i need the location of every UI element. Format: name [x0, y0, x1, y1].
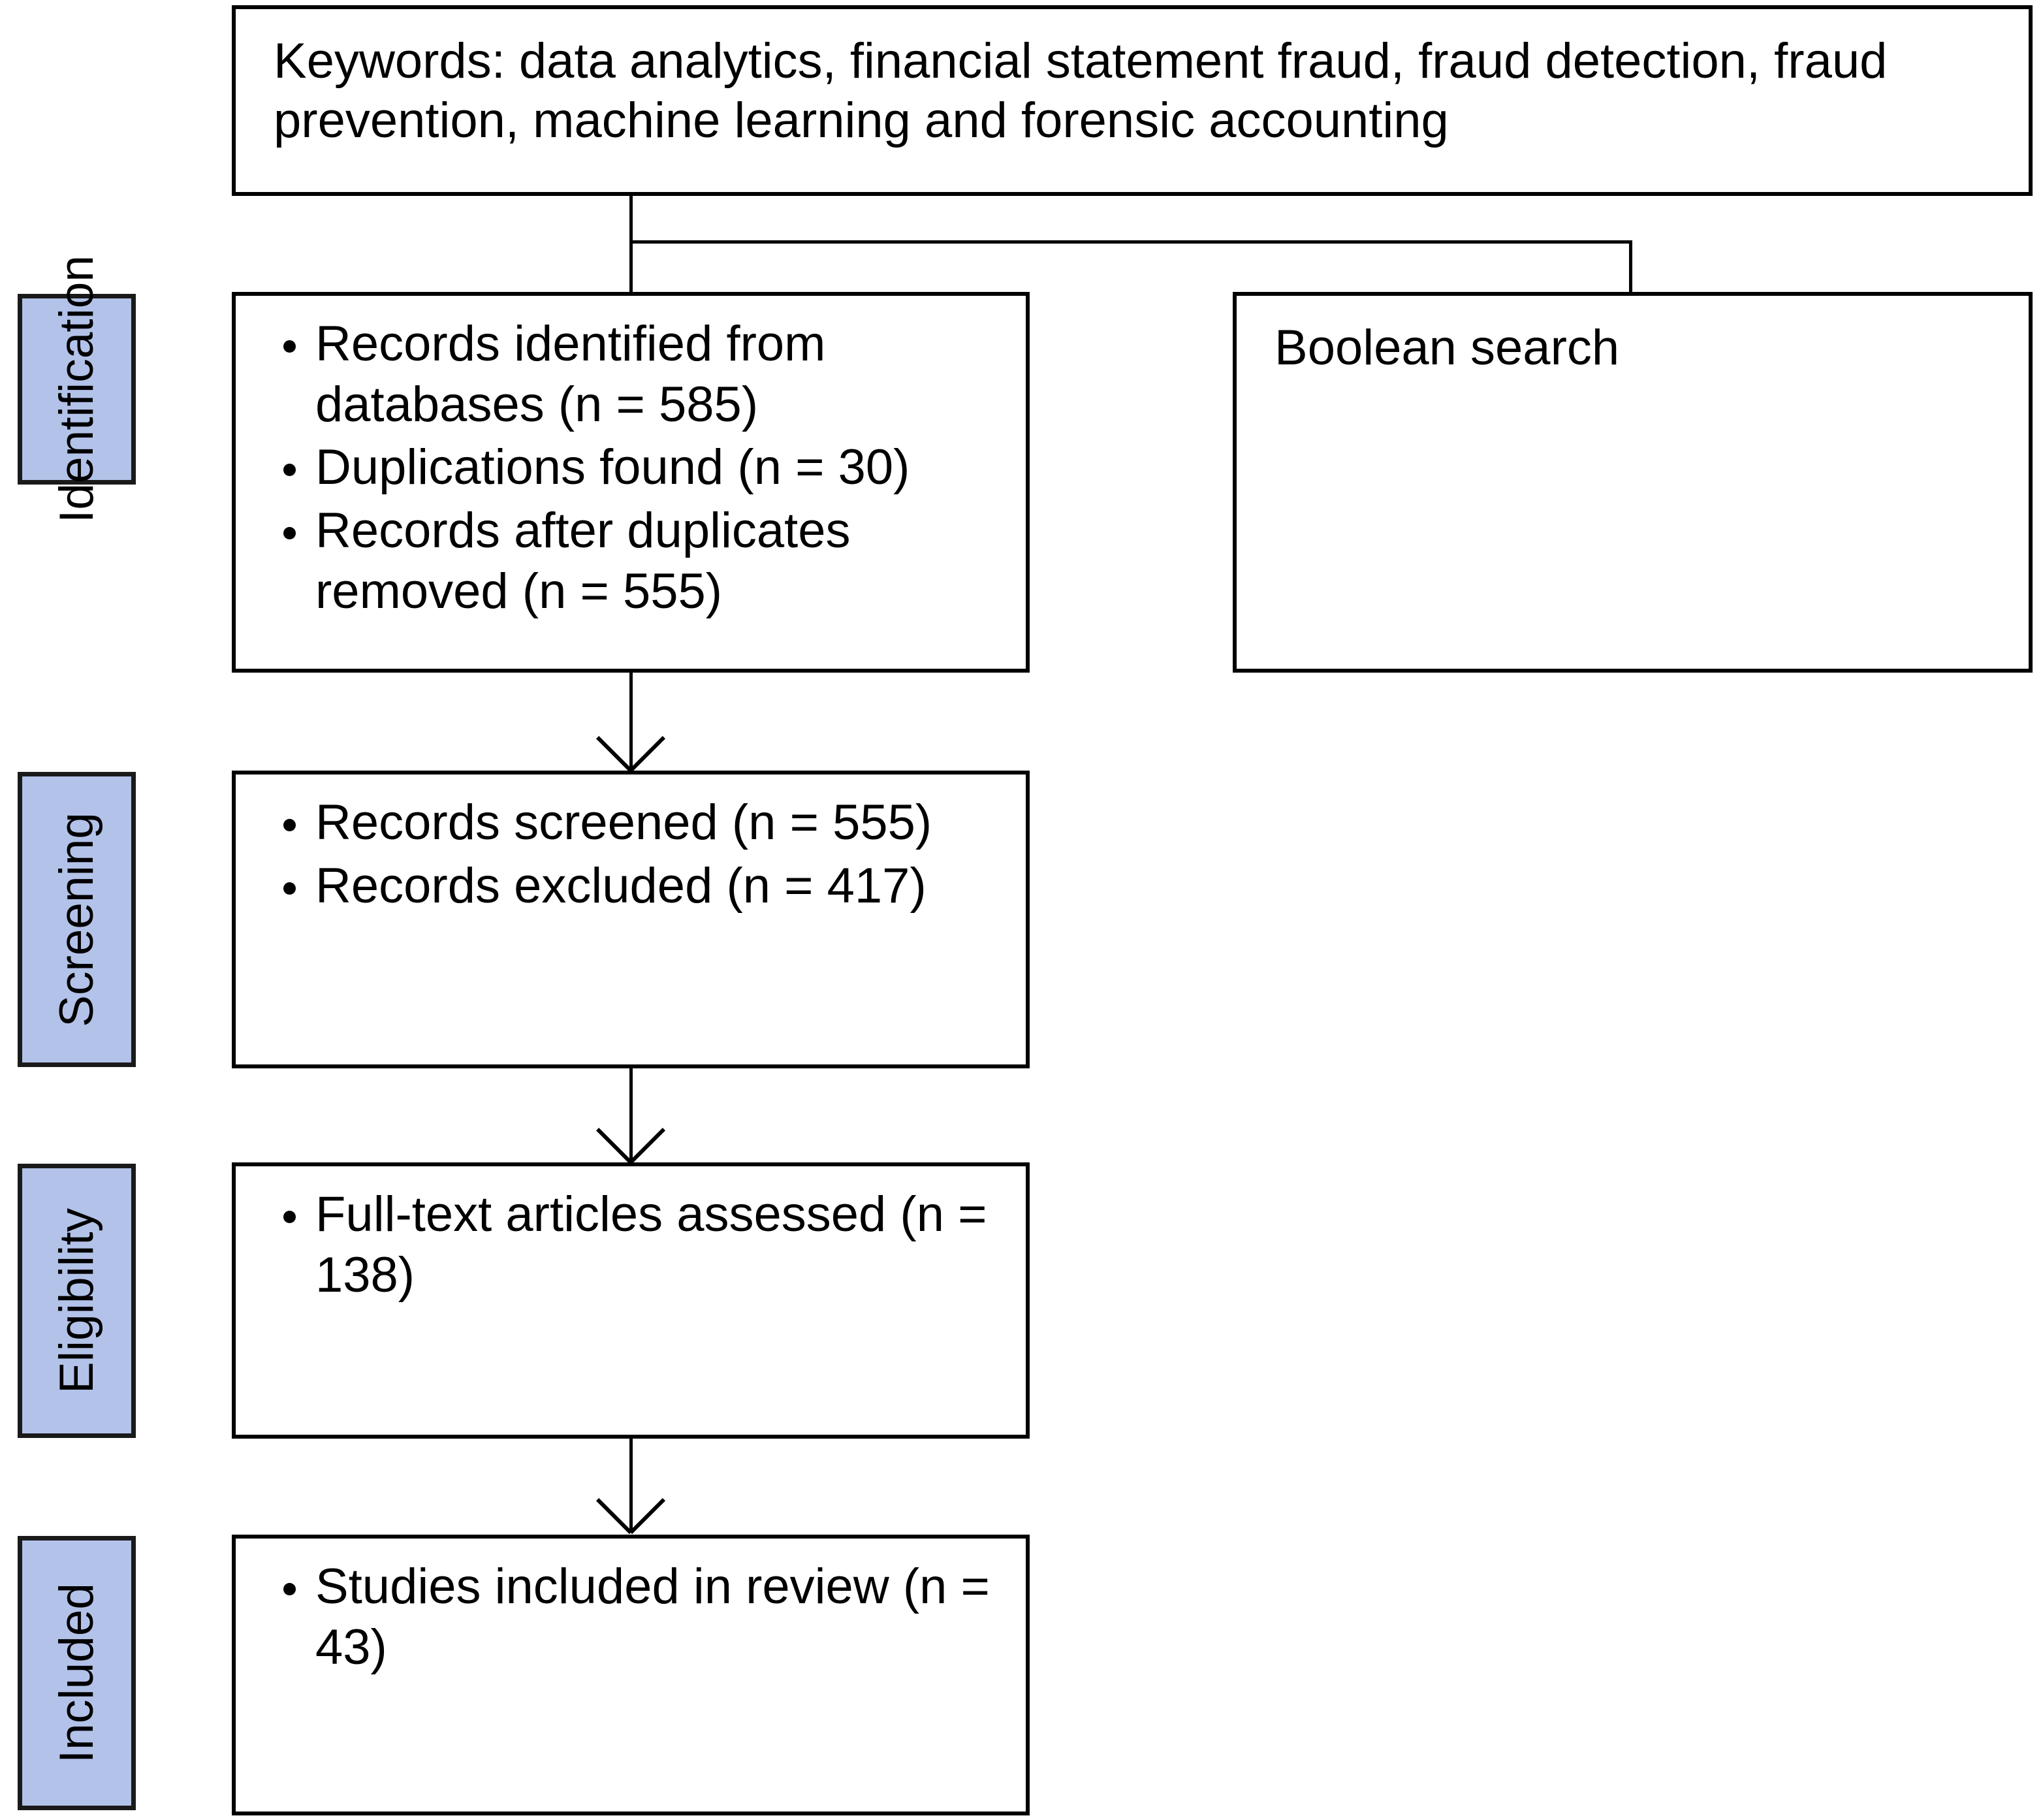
included-list: Studies included in review (n = 43): [255, 1557, 1006, 1678]
connector-to-identification: [629, 240, 633, 294]
connector-keywords-stem: [629, 196, 633, 243]
stage-label-screening-text: Screening: [50, 812, 103, 1027]
identification-box-body: Records identified from databases (n = 5…: [236, 296, 1026, 625]
stage-label-identification-text: Identification: [50, 255, 103, 523]
list-item: Studies included in review (n = 43): [283, 1557, 1006, 1678]
connector-to-boolean: [1629, 240, 1632, 294]
stage-label-included-text: Included: [50, 1583, 103, 1763]
stage-label-included: Included: [18, 1536, 136, 1810]
stage-label-screening: Screening: [18, 772, 136, 1067]
screening-list: Records screened (n = 555) Records exclu…: [255, 793, 1006, 916]
included-box-body: Studies included in review (n = 43): [236, 1539, 1026, 1680]
keywords-box-body: Keywords: data analytics, financial stat…: [236, 9, 2029, 150]
list-item: Duplications found (n = 30): [283, 438, 1006, 498]
keywords-text: Keywords: data analytics, financial stat…: [274, 33, 1888, 149]
list-item: Records screened (n = 555): [283, 793, 1006, 854]
list-item: Records after duplicates removed (n = 55…: [283, 501, 1006, 622]
boolean-search-box: Boolean search: [1233, 292, 2033, 673]
stage-label-identification: Identification: [18, 255, 136, 523]
connector-keywords-crossbar: [629, 240, 1632, 244]
boolean-search-text: Boolean search: [1275, 320, 1620, 375]
screening-box: Records screened (n = 555) Records exclu…: [232, 771, 1030, 1068]
identification-box: Records identified from databases (n = 5…: [232, 292, 1030, 673]
stage-label-eligibility: Eligibility: [18, 1164, 136, 1438]
list-item: Full-text articles assessed (n = 138): [283, 1185, 1006, 1305]
keywords-box: Keywords: data analytics, financial stat…: [232, 5, 2033, 196]
eligibility-list: Full-text articles assessed (n = 138): [255, 1185, 1006, 1305]
stage-label-eligibility-text: Eligibility: [50, 1208, 103, 1394]
eligibility-box-body: Full-text articles assessed (n = 138): [236, 1166, 1026, 1308]
arrow-screening-to-eligibility-line: [629, 1068, 633, 1162]
arrow-eligibility-to-included-line: [629, 1439, 633, 1533]
list-item: Records excluded (n = 417): [283, 856, 1006, 917]
list-item: Records identified from databases (n = 5…: [283, 314, 1006, 435]
screening-box-body: Records screened (n = 555) Records exclu…: [236, 774, 1026, 919]
included-box: Studies included in review (n = 43): [232, 1535, 1030, 1815]
identification-list: Records identified from databases (n = 5…: [255, 314, 1006, 622]
eligibility-box: Full-text articles assessed (n = 138): [232, 1162, 1030, 1439]
boolean-search-box-body: Boolean search: [1237, 296, 2029, 377]
arrow-identification-to-screening-line: [629, 673, 633, 771]
